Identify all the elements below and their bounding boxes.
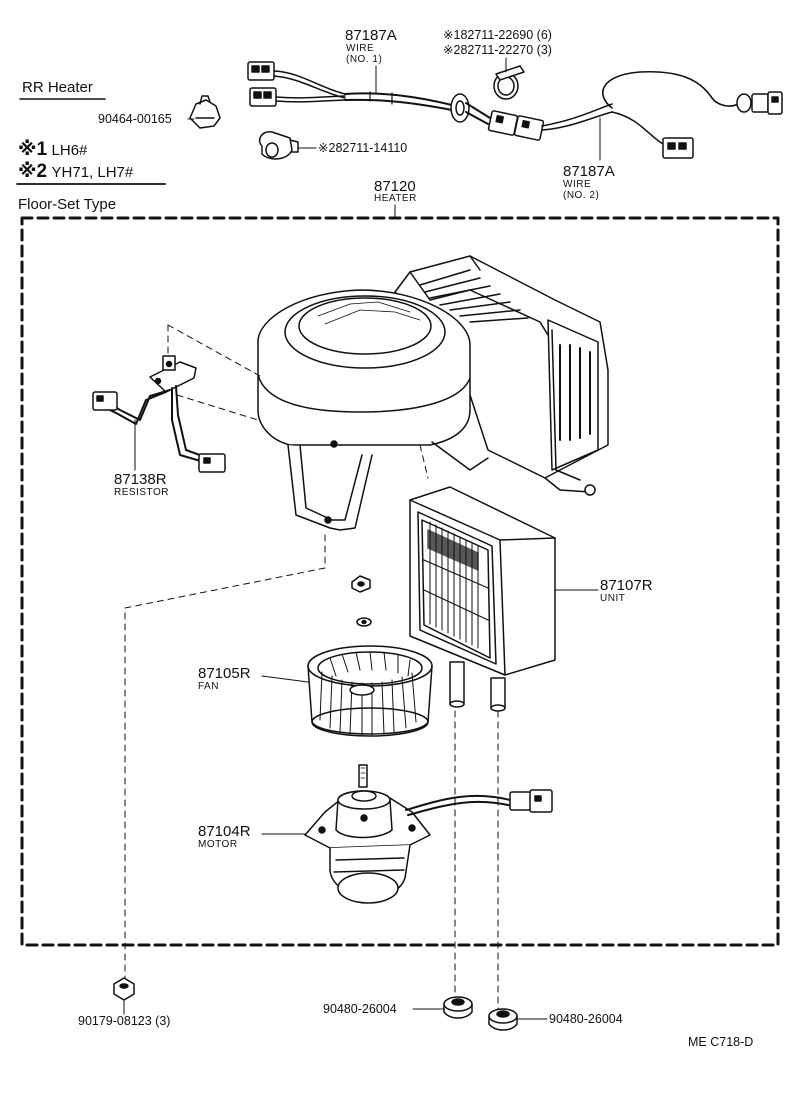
part-number-90464: 90464-00165 [98,112,172,126]
section-title: RR Heater [22,79,93,96]
part-number: 82711-22690 (6) [460,28,552,42]
wire-no2-harness [541,70,783,159]
wire2-sub: (NO. 2) [563,190,600,201]
fan-number: 87105R [198,665,251,682]
grommet-left-icon [443,996,473,1019]
wire1-name: WIRE [346,43,375,54]
reference-mark: ※ [18,161,37,182]
motor-icon [304,764,553,904]
fan-nut-icon [351,575,372,627]
grommet-wire [450,93,491,125]
resistor-icon [92,355,226,473]
resistor-number: 87138R [114,471,167,488]
wire1-number: 87187A [345,27,397,44]
wire2-number: 87187A [563,163,615,180]
motor-name: MOTOR [198,839,238,850]
heater-assembly [257,255,609,531]
grommet-left-number: 90480-26004 [323,1002,397,1016]
unit-name: UNIT [600,593,626,604]
part-number: 82711-22270 (3) [460,43,552,57]
part-mark: ※1 [443,28,461,42]
clamp-icon [493,65,525,100]
legend-text-1: LH6# [51,142,88,159]
floor-type-label: Floor-Set Type [18,196,117,213]
mid-connectors [487,110,545,141]
heater-number: 87120 [374,178,416,195]
unit-number: 87107R [600,577,653,594]
fan-icon [307,645,433,737]
heater-name: HEATER [374,193,417,204]
clip-90464-icon [189,95,221,129]
legend-item-1: ※1 LH6# [18,140,87,159]
legend-num-1: 1 [36,139,48,160]
grommet-right-number: 90480-26004 [549,1012,623,1026]
resistor-name: RESISTOR [114,487,169,498]
nut-number: 90179-08123 (3) [78,1014,171,1028]
part-82711-14110: ※282711-14110 [318,142,407,155]
clamp2-label: ※282711-22270 (3) [443,44,552,57]
part-mark: ※2 [318,141,336,155]
part-number: 82711-14110 [335,141,408,155]
assembly-lines [124,324,499,1011]
grommet-right-icon [488,1008,518,1031]
floor-set-frame [20,216,780,947]
leader-fan [261,675,309,683]
legend-item-2: ※2 YH71, LH7# [18,162,133,181]
clamp1-label: ※182711-22690 (6) [443,29,552,42]
legend-num-2: 2 [36,161,48,182]
bottom-nut-icon [113,977,135,1001]
heater-core-unit [409,486,556,712]
clip-82711-14110-icon [258,131,299,160]
motor-number: 87104R [198,823,251,840]
part-mark: ※2 [443,43,461,57]
fan-name: FAN [198,681,219,692]
wire-no1-harness [247,61,453,111]
wire1-sub: (NO. 1) [346,54,383,65]
footer-code: ME C718-D [688,1035,754,1049]
wire2-name: WIRE [563,179,592,190]
reference-mark: ※ [18,139,37,160]
legend-text-2: YH71, LH7# [51,164,134,181]
